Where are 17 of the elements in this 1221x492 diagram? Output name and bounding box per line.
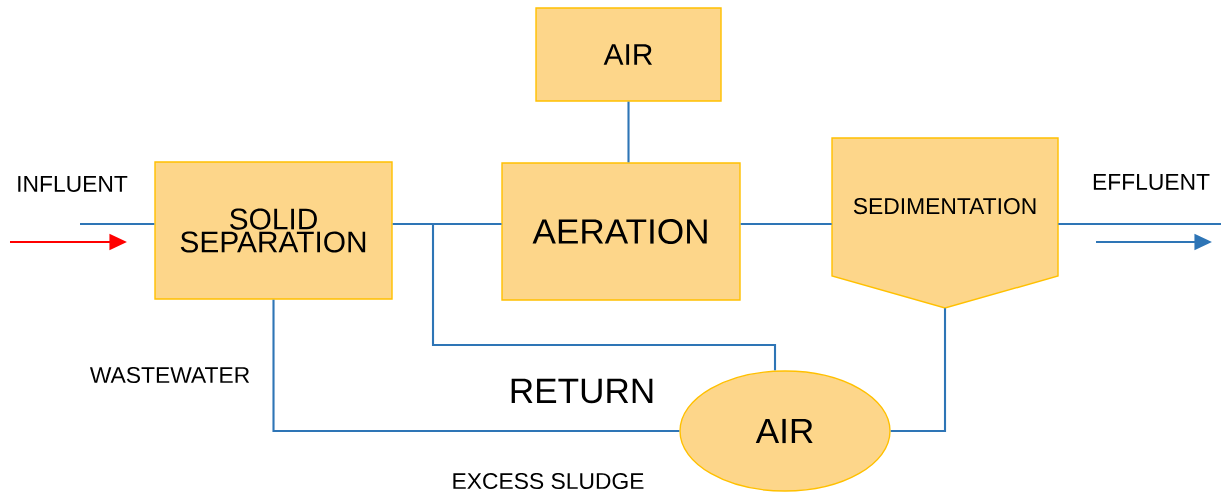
pipe-line [80,222,155,226]
flow-label: INFLUENT [18,176,128,192]
flow-label: WASTEWATER [89,366,250,384]
pipe-line [431,222,777,371]
flow-label: EXCESS SLUDGE [453,472,644,490]
process-box: AIR [535,7,722,102]
process-box: AERATION [501,162,741,301]
process-box: SOLID SEPARATION [154,161,393,300]
pipe-line [627,101,630,163]
flow-label: EFFLUENT [1093,174,1210,190]
pipe-line [272,299,680,433]
sedimentation-tank: SEDIMENTATION [831,137,1059,309]
ellipse-node: AIR [679,370,891,492]
pipe-line [890,308,947,433]
pipe-line [740,222,832,226]
flow-label: RETURN [511,378,653,404]
pipe-line [1058,222,1221,226]
